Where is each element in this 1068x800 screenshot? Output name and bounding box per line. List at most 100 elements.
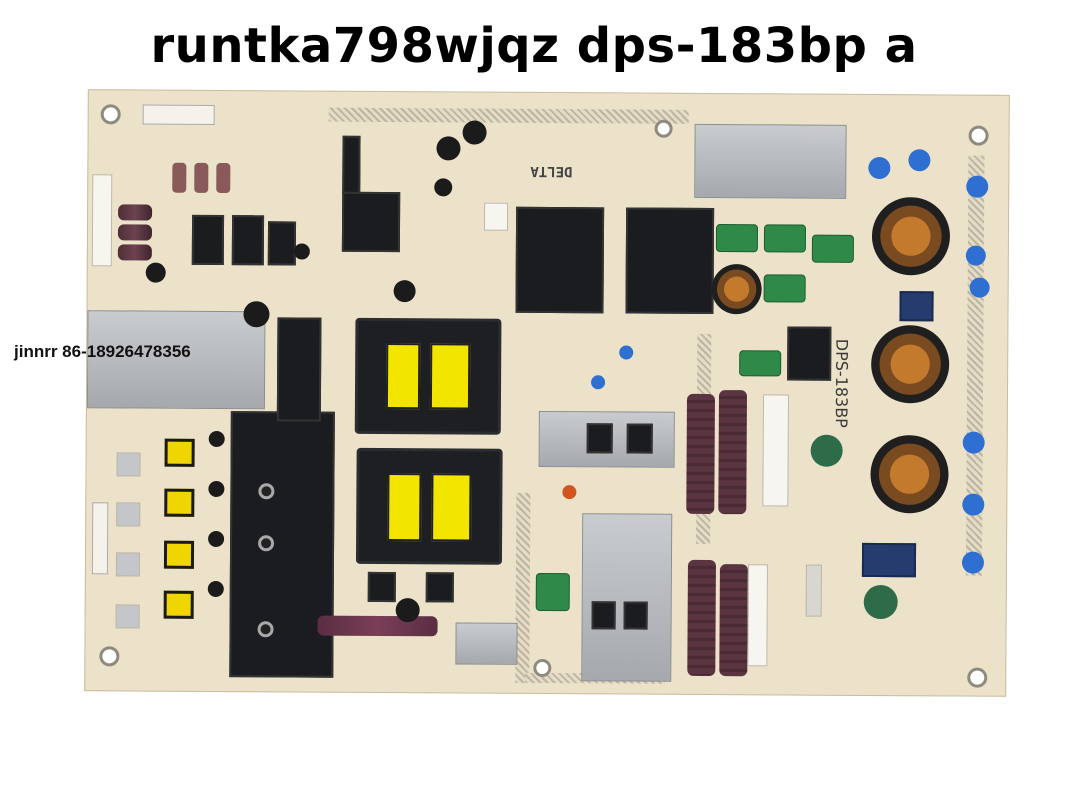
film-capacitor xyxy=(739,350,782,377)
ic-chip xyxy=(787,326,832,381)
mounting-hole xyxy=(654,119,673,138)
y-capacitor xyxy=(868,156,891,180)
fuse xyxy=(805,564,822,617)
y-capacitor xyxy=(591,375,606,390)
power-module xyxy=(625,207,715,315)
common-mode-choke xyxy=(871,196,951,276)
top-connector xyxy=(142,104,215,125)
mosfet xyxy=(164,488,195,517)
heatsink-top-right xyxy=(694,123,847,199)
small-component xyxy=(393,280,416,303)
small-chip xyxy=(115,604,140,629)
choke-frame xyxy=(899,291,934,322)
y-capacitor xyxy=(962,493,985,516)
small-component xyxy=(462,120,487,145)
common-mode-choke xyxy=(870,434,949,514)
electrolytic-capacitor xyxy=(719,564,748,677)
y-capacitor xyxy=(969,277,990,298)
regulator xyxy=(626,423,653,454)
mounting-hole xyxy=(99,646,120,667)
secondary-heatsink-block xyxy=(276,317,322,422)
heatsink-bottom-small xyxy=(455,622,518,665)
spec-sticker xyxy=(747,564,768,667)
power-module xyxy=(515,206,605,314)
capacitor xyxy=(117,224,153,241)
thermistor xyxy=(810,434,843,467)
small-component xyxy=(208,480,225,498)
small-component xyxy=(243,301,270,328)
small-component xyxy=(145,262,166,283)
regulator xyxy=(623,601,648,630)
electrolytic-capacitor xyxy=(686,393,715,515)
qr-sticker xyxy=(483,202,509,231)
screw-post xyxy=(258,483,275,500)
mosfet xyxy=(163,540,195,569)
mounting-hole xyxy=(100,104,121,125)
electrolytic-capacitor xyxy=(718,390,748,515)
film-capacitor xyxy=(763,224,807,253)
pcb-hatch-top xyxy=(328,107,689,124)
small-component xyxy=(293,243,310,260)
regulator xyxy=(586,423,613,454)
film-capacitor xyxy=(811,234,854,263)
small-component xyxy=(208,530,225,548)
resistor xyxy=(194,162,209,193)
mosfet xyxy=(164,438,195,467)
transformer-bottom xyxy=(355,447,503,565)
common-mode-choke xyxy=(870,324,950,404)
small-component xyxy=(208,430,225,448)
film-capacitor xyxy=(763,274,806,303)
side-connector xyxy=(91,502,109,575)
y-capacitor xyxy=(619,345,634,360)
product-title: runtka798wjqz dps-183bp a xyxy=(150,18,918,74)
resistor xyxy=(172,162,187,193)
capacitor xyxy=(117,244,152,261)
film-capacitor xyxy=(535,572,570,612)
small-component xyxy=(395,598,420,623)
y-capacitor xyxy=(962,431,985,454)
transistor xyxy=(342,135,361,194)
mounting-hole xyxy=(968,125,989,146)
capacitor xyxy=(118,204,153,221)
pcb-hatch-mid xyxy=(515,492,531,683)
electrolytic-capacitor xyxy=(687,559,716,677)
mounting-hole xyxy=(967,667,988,688)
barcode-sticker-left xyxy=(91,174,113,267)
resistor xyxy=(216,162,231,194)
mosfet xyxy=(163,590,194,619)
mounting-hole xyxy=(533,658,552,678)
spec-sticker xyxy=(762,394,789,507)
small-capacitor xyxy=(562,485,577,500)
choke-frame xyxy=(861,542,917,578)
ic-chip xyxy=(267,221,297,266)
small-component xyxy=(436,136,461,161)
y-capacitor xyxy=(965,245,986,266)
small-chip xyxy=(116,502,141,527)
small-chip xyxy=(115,552,141,577)
resistor-array xyxy=(317,615,438,637)
ic-module xyxy=(341,191,401,253)
power-supply-board-photo: DELTA xyxy=(84,89,1010,697)
heatsink-bottom-middle xyxy=(581,513,673,682)
screw-post xyxy=(258,535,275,552)
small-component xyxy=(207,580,224,598)
screw-post xyxy=(257,621,274,638)
secondary-heatsink-block xyxy=(229,411,335,678)
y-capacitor xyxy=(961,551,985,574)
delta-logo: DELTA xyxy=(530,162,573,180)
model-silkscreen: DPS-183BP xyxy=(831,338,852,428)
diode-bridge xyxy=(367,571,396,603)
seller-contact-watermark: jinnrr 86-18926478356 xyxy=(14,342,191,361)
diode-bridge xyxy=(425,572,454,603)
y-capacitor xyxy=(908,149,931,172)
film-capacitor xyxy=(715,224,759,253)
y-capacitor xyxy=(966,175,989,198)
thermistor xyxy=(863,584,898,620)
toroid-inductor xyxy=(711,264,762,315)
regulator xyxy=(591,601,616,630)
ic-chip xyxy=(231,215,265,266)
ic-chip xyxy=(191,214,225,266)
small-chip xyxy=(116,452,141,477)
small-component xyxy=(434,178,453,197)
transformer-top xyxy=(354,317,502,435)
